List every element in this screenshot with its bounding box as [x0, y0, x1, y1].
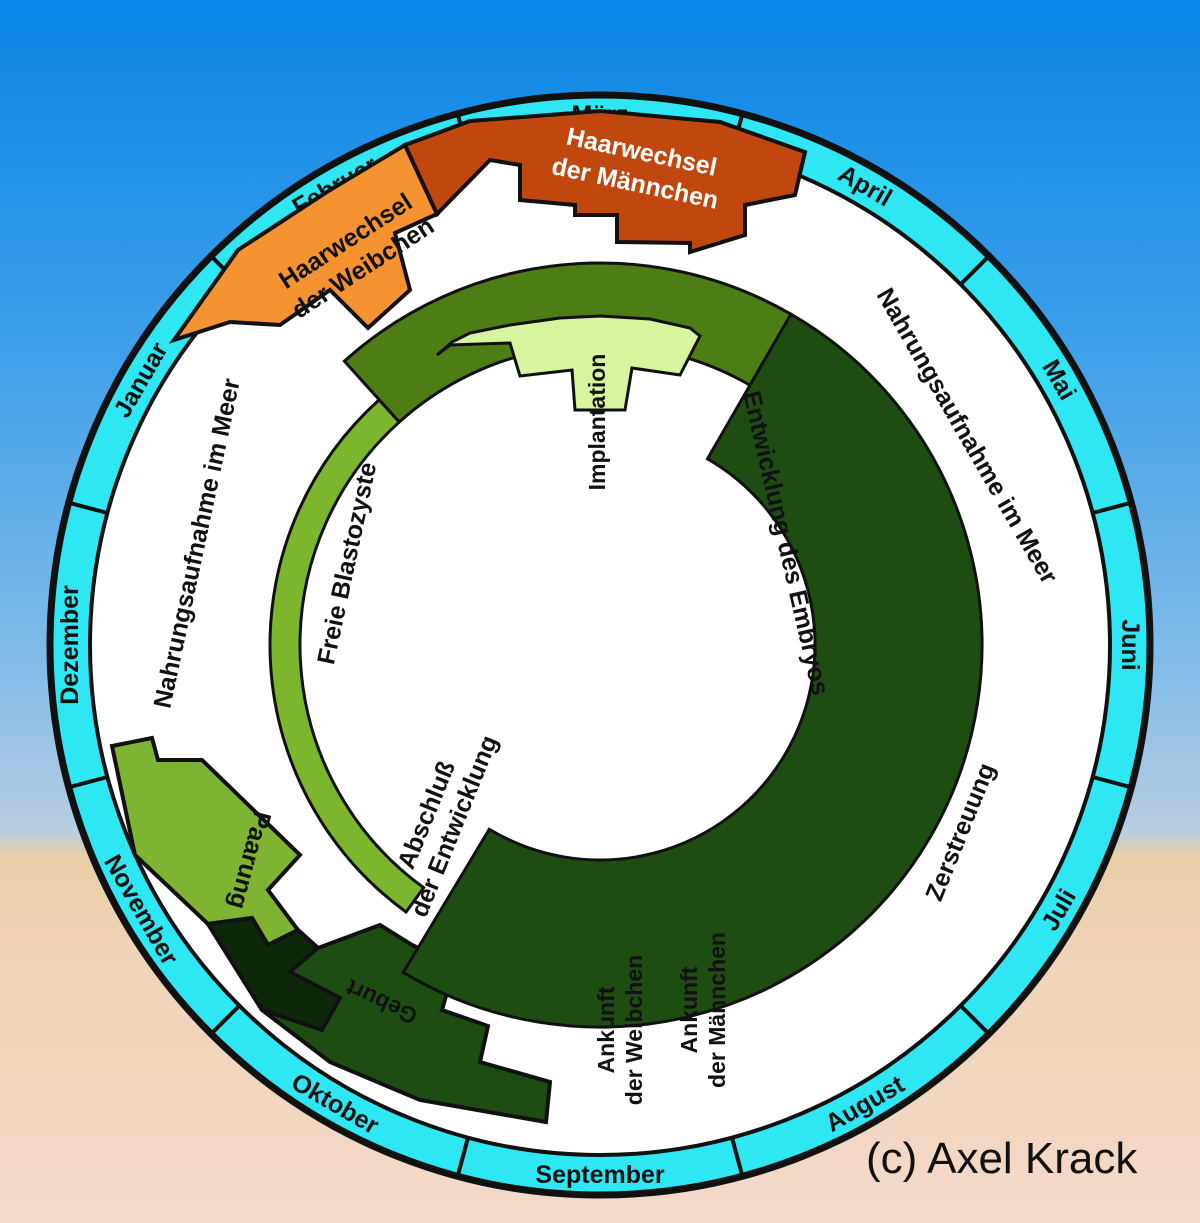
month-divider — [68, 775, 108, 790]
embryo-development-arc — [401, 312, 984, 1029]
arrival-males-label-2: der Männchen — [704, 932, 730, 1088]
moult-males-block — [402, 108, 808, 255]
month-divider — [455, 1137, 470, 1177]
month-divider — [68, 500, 108, 515]
embryo-ring — [268, 261, 984, 1029]
birth-dark-block — [204, 915, 343, 1033]
implantation-label: Implantation — [584, 354, 610, 491]
mating-block — [109, 735, 303, 948]
arrival-males-label-1: Ankunft — [676, 966, 702, 1053]
phase-blocks — [109, 108, 808, 1125]
copyright-credit: (c) Axel Krack — [866, 1134, 1138, 1183]
arrival-females-label-1: Ankunft — [593, 986, 619, 1073]
month-divider — [730, 1137, 745, 1177]
month-divider — [1092, 775, 1132, 790]
month-label: Dezember — [56, 585, 84, 705]
arrival-females-label-2: der Weibchen — [621, 955, 647, 1105]
month-label: Juni — [1116, 619, 1144, 670]
month-divider — [959, 254, 991, 286]
month-divider — [959, 1004, 991, 1036]
month-label: September — [535, 1161, 664, 1189]
moult-females-block — [168, 142, 440, 344]
month-divider — [209, 1004, 241, 1036]
implantation-block — [436, 314, 702, 412]
month-divider — [1092, 500, 1132, 515]
